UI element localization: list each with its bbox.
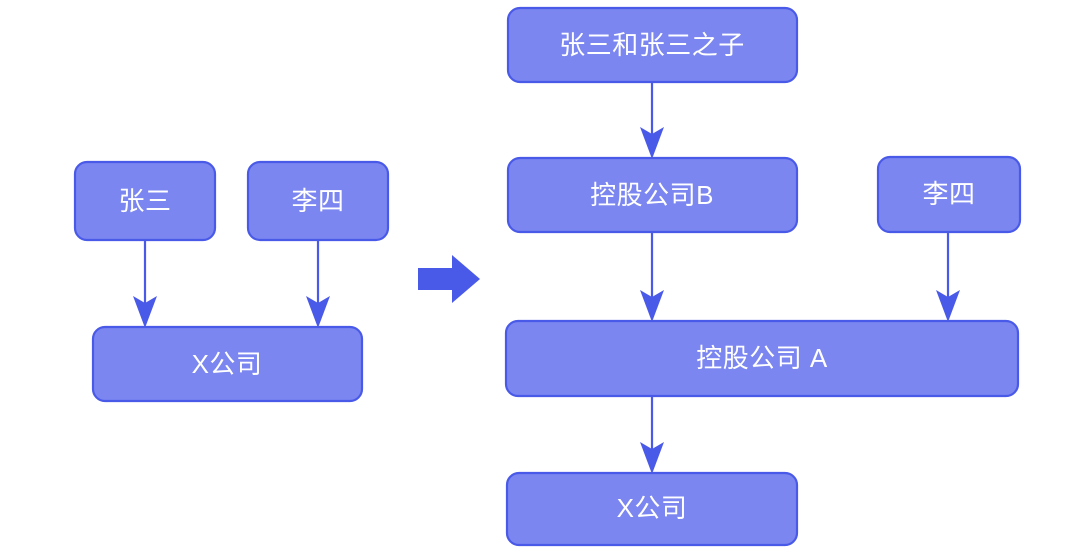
- node-label: X公司: [617, 493, 688, 523]
- arrow-right-icon: [418, 255, 480, 303]
- edge-holding-a-to-x-company: [640, 396, 664, 474]
- node-lisi-right[interactable]: 李四: [876, 155, 1022, 234]
- edge-holding-b-to-holding-a: [640, 232, 664, 322]
- node-label: 张三: [118, 186, 171, 216]
- arrowhead-icon: [936, 290, 960, 322]
- node-x-company-right[interactable]: X公司: [505, 471, 799, 547]
- node-shape: [91, 325, 364, 403]
- node-shape: [876, 155, 1022, 234]
- edge-lisi-to-xcompany: [306, 240, 330, 328]
- node-shape: [505, 471, 799, 547]
- node-shape: [506, 6, 799, 84]
- node-label: X公司: [192, 349, 263, 379]
- node-label: 张三和张三之子: [559, 30, 745, 60]
- node-zhangsan[interactable]: 张三: [73, 160, 217, 242]
- node-holding-company-b[interactable]: 控股公司B: [506, 156, 799, 234]
- transition-arrow-right: [418, 255, 480, 303]
- node-holding-company-a[interactable]: 控股公司 A: [504, 319, 1020, 398]
- node-zhangsan-and-son[interactable]: 张三和张三之子: [506, 6, 799, 84]
- node-label: 控股公司B: [590, 180, 714, 210]
- node-label: 李四: [922, 179, 975, 209]
- edge-zhangsan-to-xcompany: [133, 240, 157, 328]
- node-label: 李四: [291, 186, 344, 216]
- edge-lisi-right-to-holding-a: [936, 232, 960, 322]
- arrowhead-icon: [640, 290, 664, 322]
- arrowhead-icon: [133, 296, 157, 328]
- arrowhead-icon: [640, 127, 664, 159]
- node-shape: [73, 160, 217, 242]
- node-x-company-left[interactable]: X公司: [91, 325, 364, 403]
- before-panel: 张三 李四 X公司: [73, 160, 390, 403]
- node-shape: [506, 156, 799, 234]
- edge-zhangsan-and-son-to-holding-b: [640, 82, 664, 159]
- node-lisi-left[interactable]: 李四: [246, 160, 390, 242]
- arrowhead-icon: [306, 296, 330, 328]
- node-shape: [504, 319, 1020, 398]
- arrowhead-icon: [640, 442, 664, 474]
- node-label: 控股公司 A: [696, 343, 828, 373]
- node-shape: [246, 160, 390, 242]
- after-panel: 张三和张三之子 控股公司B 李四 控股公司 A X公司: [504, 6, 1022, 547]
